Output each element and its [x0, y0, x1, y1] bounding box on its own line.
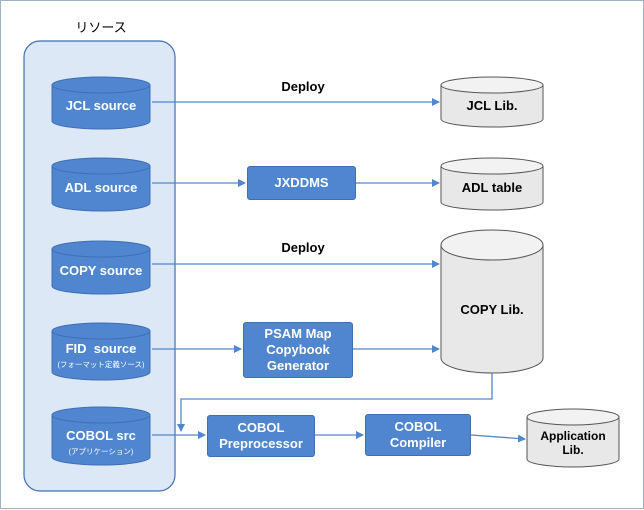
deploy-label-copy: Deploy [281, 240, 325, 255]
jxddms-box: JXDDMS [247, 166, 356, 200]
cobol-src-label: COBOL src [66, 428, 136, 443]
cylinder-adl-source [51, 157, 151, 212]
adl-source-label: ADL source [64, 180, 138, 195]
resource-group-title: リソース [75, 20, 127, 35]
application-lib-line-2: Lib. [562, 443, 584, 457]
cylinder-cobol-src [51, 406, 151, 466]
cobol-compiler-box: COBOL Compiler [365, 414, 471, 456]
cylinder-jcl-lib [440, 76, 544, 128]
preprocessor-line-2: Preprocessor [219, 436, 303, 451]
cylinder-adl-table [440, 157, 544, 211]
cobol-preprocessor-box: COBOL Preprocessor [207, 415, 315, 457]
psam-line-2: Copybook [266, 342, 330, 357]
application-lib-label: Application Lib. [527, 429, 619, 457]
preprocessor-line-1: COBOL [237, 420, 285, 435]
cylinder-copy-source [51, 240, 151, 295]
deploy-label-jcl: Deploy [281, 79, 325, 94]
jcl-source-label: JCL source [65, 98, 137, 113]
fid-source-label: FID source [65, 341, 137, 356]
copy-lib-label: COPY Lib. [460, 302, 524, 317]
psam-line-1: PSAM Map [264, 326, 332, 341]
cylinder-application-lib [526, 408, 620, 468]
adl-table-label: ADL table [461, 180, 523, 195]
cylinder-copy-lib [440, 229, 544, 374]
compiler-line-1: COBOL [394, 419, 442, 434]
compiler-line-2: Compiler [389, 435, 447, 450]
psam-map-copybook-generator-box: PSAM Map Copybook Generator [243, 322, 353, 378]
psam-line-3: Generator [266, 358, 330, 373]
application-lib-line-1: Application [540, 429, 606, 443]
arrow-compiler-to-application-lib [470, 434, 526, 443]
jxddms-label: JXDDMS [274, 175, 329, 190]
arrow-copy-lib-to-cobol-src [177, 373, 493, 432]
cylinder-jcl-source [51, 76, 151, 130]
jcl-lib-label: JCL Lib. [466, 98, 518, 113]
cylinder-fid-source [51, 322, 151, 381]
fid-source-sublabel: (フォーマット定義ソース) [57, 360, 145, 369]
cobol-src-sublabel: (アプリケーション) [68, 447, 134, 456]
copy-source-label: COPY source [59, 263, 143, 278]
